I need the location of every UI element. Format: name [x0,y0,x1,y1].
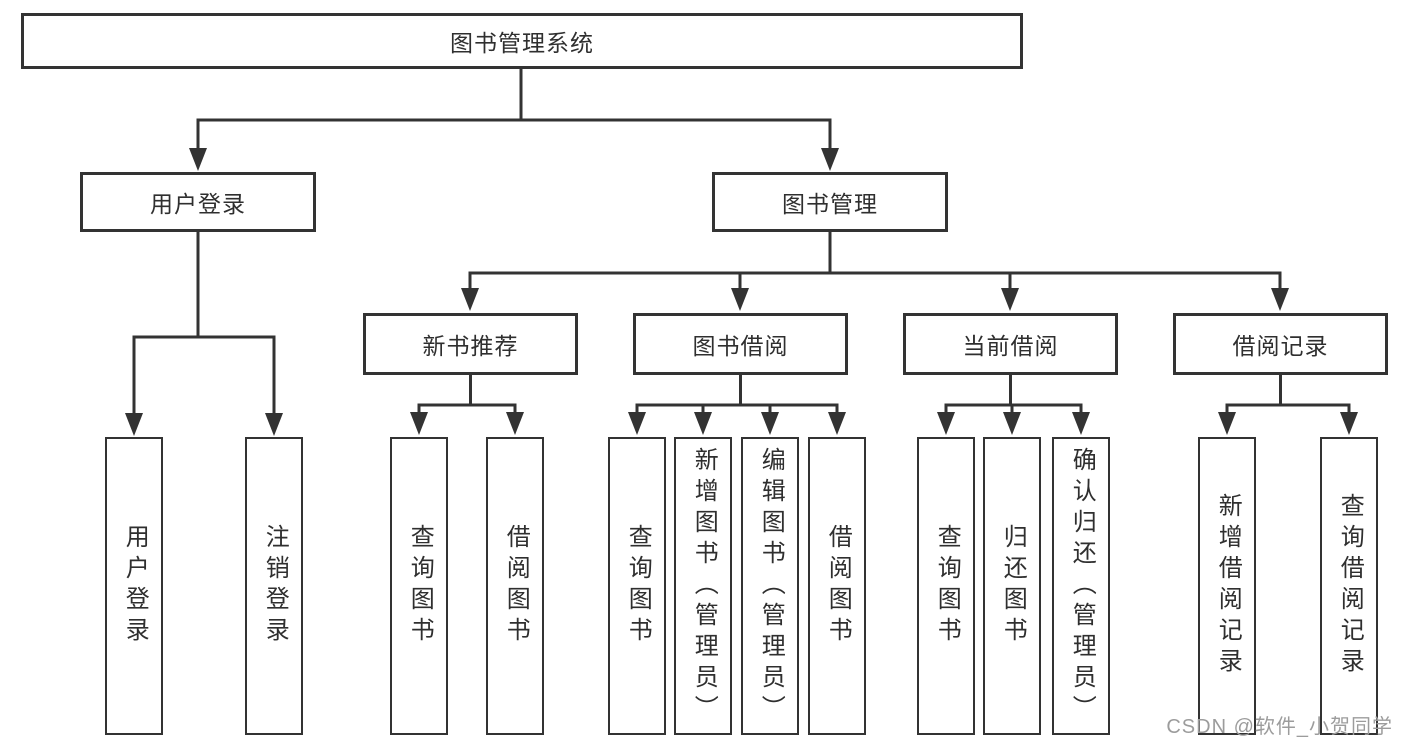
arrowhead-g2c1 [410,412,428,435]
arrowhead-g2c2 [506,412,524,435]
leaf-user-login: 用户登录 [105,437,163,735]
arrowhead-g5c2 [1340,412,1358,435]
leaf-user-login-label: 用户登录 [121,524,149,648]
leaf-borrow-books-1: 借阅图书 [486,437,544,735]
arrowhead-g3c4 [828,412,846,435]
node-book-borrowing: 图书借阅 [633,313,848,375]
leaf-query-books-2-label: 查询图书 [624,524,652,648]
arrowheads [125,148,1358,436]
arrowhead-g3c2 [694,412,712,435]
leaf-query-books-1: 查询图书 [390,437,448,735]
leaf-return-books-label: 归还图书 [999,524,1027,648]
leaf-logout-label: 注销登录 [261,524,289,648]
leaf-borrow-books-2-label: 借阅图书 [824,524,852,648]
arrowhead-records [1271,288,1289,311]
leaf-query-books-2: 查询图书 [608,437,666,735]
arrowhead-g5c1 [1218,412,1236,435]
leaf-borrow-books-1-label: 借阅图书 [502,524,530,648]
arrowhead-g4c2 [1003,412,1021,435]
leaf-query-books-3: 查询图书 [917,437,975,735]
leaf-borrow-books-2: 借阅图书 [808,437,866,735]
leaf-add-borrow-record: 新增借阅记录 [1198,437,1256,735]
leaf-query-books-3-label: 查询图书 [933,524,961,648]
node-user-login: 用户登录 [80,172,316,232]
arrowhead-user-login [189,148,207,171]
leaf-confirm-return-admin: 确认归还（管理员） [1052,437,1110,735]
leaf-edit-book-admin-label: 编辑图书（管理员） [757,446,785,726]
node-library-management-system: 图书管理系统 [21,13,1023,69]
leaf-query-borrow-record-label: 查询借阅记录 [1336,493,1364,679]
leaf-edit-book-admin: 编辑图书（管理员） [741,437,799,735]
arrowhead-g3c3 [761,412,779,435]
leaf-add-book-admin: 新增图书（管理员） [674,437,732,735]
node-current-borrowing: 当前借阅 [903,313,1118,375]
leaf-confirm-return-admin-label: 确认归还（管理员） [1068,446,1096,726]
arrowhead-g4c1 [937,412,955,435]
arrowhead-leaf-login [125,413,143,436]
leaf-query-books-1-label: 查询图书 [406,524,434,648]
arrowhead-current [1001,288,1019,311]
leaf-return-books: 归还图书 [983,437,1041,735]
node-book-management: 图书管理 [712,172,948,232]
csdn-watermark: CSDN @软件_小贺同学 [1166,716,1393,738]
arrowhead-g3c1 [628,412,646,435]
leaf-logout: 注销登录 [245,437,303,735]
leaf-add-borrow-record-label: 新增借阅记录 [1214,493,1242,679]
leaf-query-borrow-record: 查询借阅记录 [1320,437,1378,735]
node-borrow-records: 借阅记录 [1173,313,1388,375]
arrowhead-leaf-logout [265,413,283,436]
arrowhead-borrowing [731,288,749,311]
leaf-add-book-admin-label: 新增图书（管理员） [690,446,718,726]
node-new-book-recommendation: 新书推荐 [363,313,578,375]
arrowhead-book-management [821,148,839,171]
arrowhead-g4c3 [1072,412,1090,435]
arrowhead-newbook [461,288,479,311]
